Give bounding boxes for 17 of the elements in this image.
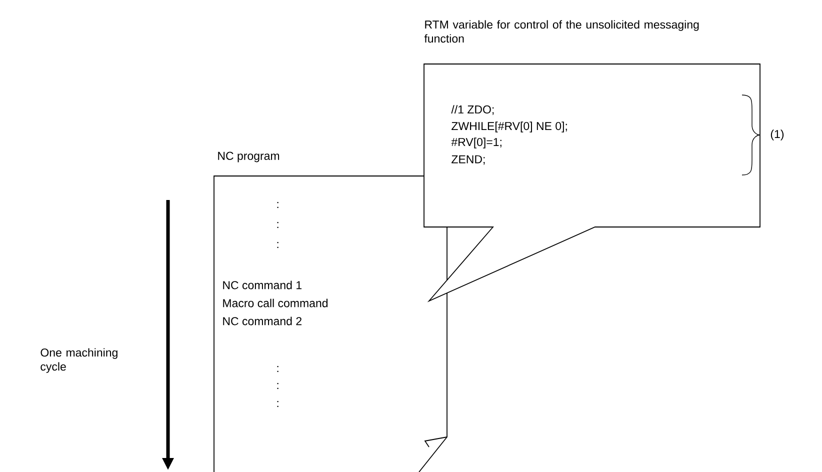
heading-text: NC program [218, 152, 280, 162]
code-line: ZEND; [452, 155, 485, 165]
program-line: NC command 2 [223, 316, 302, 326]
code-line: ZWHILE[#RV[0] NE 0]; [452, 122, 567, 132]
program-line: NC command 1 [223, 280, 302, 290]
callout-number: (1) [770, 130, 784, 140]
code-line: #RV[0]=1; [451, 138, 502, 148]
heading-text: RTM variable for control of the unsolicited messaging function [424, 20, 699, 43]
ellipsis-text: : [277, 400, 278, 408]
ellipsis-text: : [277, 382, 278, 390]
ellipsis-text: : [277, 222, 278, 228]
side-label: One machining cycle [40, 348, 118, 373]
code-line: //1 ZDO; [451, 105, 494, 115]
program-line: Macro call command [223, 298, 328, 308]
ellipsis-text: : [277, 366, 278, 372]
ellipsis-text: : [277, 202, 278, 208]
ellipsis-text: : [277, 242, 278, 248]
